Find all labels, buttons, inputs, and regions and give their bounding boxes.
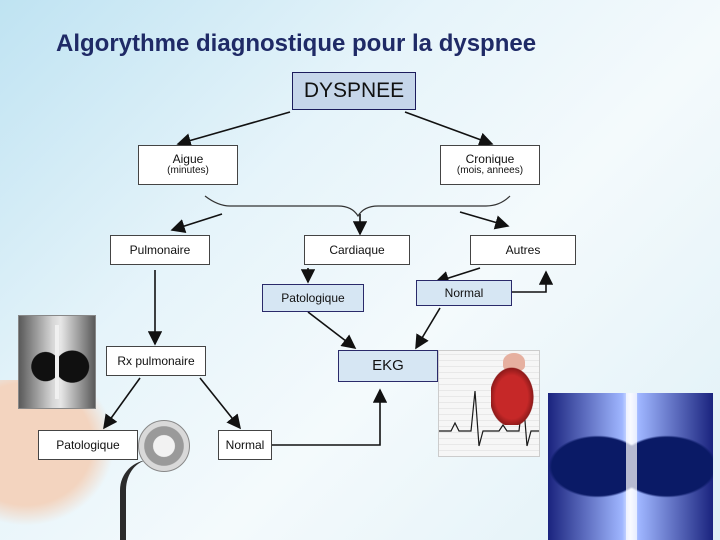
stethoscope-tube xyxy=(120,460,166,540)
node-normal-rx-label: Normal xyxy=(225,437,265,452)
node-cardiaque: Cardiaque xyxy=(304,235,410,265)
node-ekg-label: EKG xyxy=(372,357,404,375)
node-cronique-sub: (mois, annees) xyxy=(456,165,524,177)
node-dyspnee: DYSPNEE xyxy=(292,72,416,110)
node-normal-cardiaque-label: Normal xyxy=(444,285,484,300)
slide-title: Algorythme diagnostique pour la dyspnee xyxy=(56,30,537,57)
node-cardiaque-label: Cardiaque xyxy=(329,242,385,257)
stethoscope-icon xyxy=(138,420,190,472)
node-cronique: Cronique (mois, annees) xyxy=(440,145,540,185)
node-dyspnee-label: DYSPNEE xyxy=(303,78,405,102)
node-pulmonaire-label: Pulmonaire xyxy=(129,242,191,257)
node-rx-pulmonaire: Rx pulmonaire xyxy=(106,346,206,376)
node-autres: Autres xyxy=(470,235,576,265)
node-normal-cardiaque: Normal xyxy=(416,280,512,306)
node-cronique-label: Cronique xyxy=(465,152,515,167)
node-rx-pulmonaire-label: Rx pulmonaire xyxy=(117,353,195,368)
node-ekg: EKG xyxy=(338,350,438,382)
chest-xray-blue-image xyxy=(548,393,713,540)
chest-xray-image xyxy=(18,315,96,409)
node-pulmonaire: Pulmonaire xyxy=(110,235,210,265)
node-patologique-rx: Patologique xyxy=(38,430,138,460)
node-patologique-cardiaque: Patologique xyxy=(262,284,364,312)
node-patologique-cardiaque-label: Patologique xyxy=(281,290,345,305)
node-aigue: Aigue (minutes) xyxy=(138,145,238,185)
node-normal-rx: Normal xyxy=(218,430,272,460)
node-autres-label: Autres xyxy=(505,242,541,257)
node-aigue-sub: (minutes) xyxy=(167,165,209,177)
node-patologique-rx-label: Patologique xyxy=(56,437,120,452)
node-aigue-label: Aigue xyxy=(172,152,204,167)
ekg-heart-image xyxy=(438,350,540,457)
